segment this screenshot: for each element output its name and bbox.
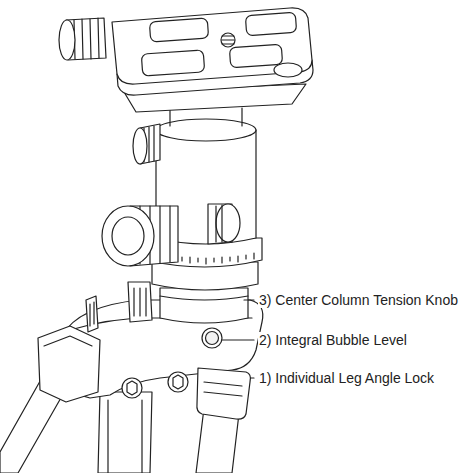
illustration-part: [108, 400, 142, 473]
illustration-part: [98, 392, 152, 473]
illustration-part: [170, 108, 242, 126]
pivot-screw: [122, 372, 188, 398]
illustration-part: [102, 206, 154, 266]
illustration-part: [86, 296, 98, 332]
illustration-part: [90, 302, 94, 326]
callout-label: 3) Center Column Tension Knob: [258, 292, 459, 308]
illustration-part: [168, 372, 188, 392]
illustration-part: [59, 20, 75, 60]
illustration-part: [128, 282, 152, 322]
illustration-part: [274, 63, 302, 77]
illustration-part: [173, 375, 183, 389]
illustration-part: [156, 119, 256, 141]
illustration-part: [122, 378, 142, 398]
illustration-part: [204, 382, 242, 396]
illustration-part: [206, 332, 219, 345]
callout-label: 1) Individual Leg Angle Lock: [258, 370, 435, 386]
illustration-part: [74, 18, 99, 59]
callout-label: 2) Integral Bubble Level: [258, 332, 408, 348]
leg-angle-lock: [197, 368, 251, 419]
illustration-part: [149, 18, 208, 42]
illustration-part: [221, 33, 235, 47]
illustration-part: [112, 8, 312, 84]
leg-angle-lock: [38, 296, 100, 402]
illustration-part: [216, 204, 240, 242]
illustration-part: [251, 377, 254, 378]
leader-line: [222, 300, 254, 378]
clamp-knob: [59, 18, 106, 60]
illustration-part: [197, 368, 251, 419]
illustration-part: [244, 299, 254, 300]
knob: [102, 124, 240, 266]
illustration-part: [222, 36, 234, 44]
illustration-part: [216, 205, 222, 242]
illustration-part: [229, 44, 282, 68]
illustration-part: [134, 288, 146, 316]
quick-release-plate: [112, 8, 313, 95]
illustration-part: [44, 336, 92, 346]
illustration-part: [38, 326, 100, 402]
illustration-part: [133, 128, 147, 164]
illustration-part: [160, 288, 248, 323]
illustration-part: [245, 12, 296, 35]
illustration-part: [222, 339, 254, 340]
illustration-part: [141, 50, 204, 76]
illustration-part: [160, 296, 248, 300]
illustration-part: [112, 217, 144, 255]
illustration-part: [202, 328, 222, 348]
illustration-part: [127, 381, 137, 395]
